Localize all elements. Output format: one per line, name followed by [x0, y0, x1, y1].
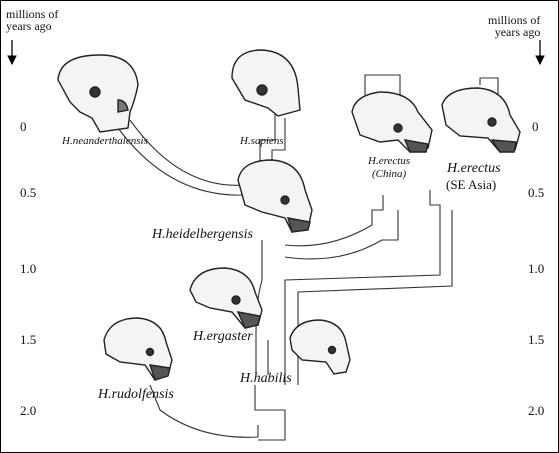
- right-tick-0: 0: [532, 120, 539, 133]
- skull-erectus-china-icon: [352, 92, 432, 152]
- branch-neanderthalensis: [130, 120, 245, 185]
- label-rudolfensis: H.rudolfensis: [98, 388, 174, 402]
- label-erectus-asia: H.erectus: [447, 162, 501, 176]
- right-tick-2.0: 2.0: [528, 404, 544, 417]
- skull-habilis-icon: [290, 320, 350, 374]
- right-tick-1.5: 1.5: [528, 333, 544, 346]
- branch-habilis: [255, 385, 285, 440]
- lineage-branches: [118, 60, 498, 440]
- label-erectus-china: H.erectus: [368, 156, 410, 167]
- right-axis-arrow: [536, 40, 544, 64]
- left-tick-0.5: 0.5: [20, 186, 36, 199]
- left-axis-header: millions of years ago: [6, 8, 58, 32]
- skull-rudolfensis-icon: [104, 318, 172, 380]
- label-erectus-asia-note: (SE Asia): [446, 178, 496, 191]
- label-ergaster: H.ergaster: [193, 330, 253, 344]
- skull-sapiens-icon: [232, 50, 300, 116]
- label-neanderthalensis: H.neanderthalensis: [62, 136, 148, 147]
- left-axis-arrow: [8, 40, 16, 64]
- skull-neanderthalensis-icon: [58, 55, 138, 132]
- label-habilis: H.habilis: [240, 372, 292, 386]
- label-sapiens: H.sapiens: [240, 136, 284, 147]
- skull-erectus-asia-icon: [442, 88, 520, 152]
- left-tick-1.5: 1.5: [20, 333, 36, 346]
- left-axis-header-line2: years ago: [6, 20, 58, 32]
- right-axis-header-line2: years ago: [488, 26, 540, 38]
- skull-heidelbergensis-icon: [238, 160, 312, 232]
- left-tick-0: 0: [20, 120, 27, 133]
- right-tick-0.5: 0.5: [528, 186, 544, 199]
- left-tick-2.0: 2.0: [20, 404, 36, 417]
- left-tick-1.0: 1.0: [20, 262, 36, 275]
- label-erectus-china-note: (China): [372, 169, 406, 180]
- label-heidelbergensis: H.heidelbergensis: [152, 228, 253, 242]
- right-tick-1.0: 1.0: [528, 262, 544, 275]
- skull-ergaster-icon: [190, 268, 262, 328]
- right-axis-header: millions of years ago: [488, 14, 540, 38]
